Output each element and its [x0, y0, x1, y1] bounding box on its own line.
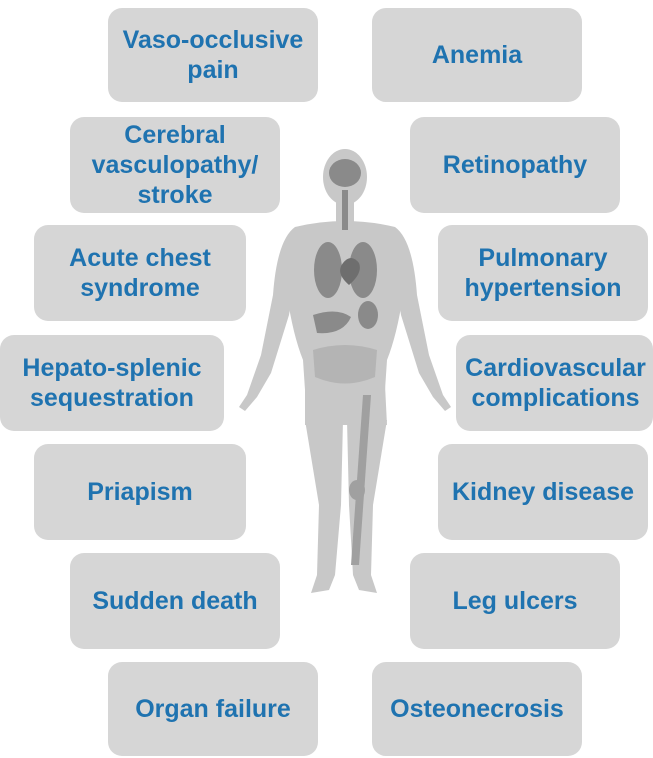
complication-vaso-occlusive-pain: Vaso-occlusive pain [108, 8, 318, 102]
complication-label: Vaso-occlusive pain [123, 25, 304, 85]
complication-anemia: Anemia [372, 8, 582, 102]
complication-pulmonary-hypertension: Pulmonary hypertension [438, 225, 648, 321]
complication-label: Osteonecrosis [390, 694, 564, 724]
complication-label: Priapism [87, 477, 193, 507]
complication-hepato-splenic-sequestration: Hepato-splenic sequestration [0, 335, 224, 431]
complication-cardiovascular: Cardiovascular complications [456, 335, 653, 431]
complication-osteonecrosis: Osteonecrosis [372, 662, 582, 756]
complication-organ-failure: Organ failure [108, 662, 318, 756]
complication-label: Leg ulcers [452, 586, 577, 616]
complication-label: Organ failure [135, 694, 291, 724]
complication-acute-chest-syndrome: Acute chest syndrome [34, 225, 246, 321]
complication-label: Hepato-splenic sequestration [22, 353, 201, 413]
complication-label: Anemia [432, 40, 522, 70]
human-body-silhouette-icon [225, 145, 455, 600]
complication-label: Kidney disease [452, 477, 634, 507]
complication-label: Cardiovascular complications [464, 353, 647, 413]
complication-label: Retinopathy [443, 150, 587, 180]
complication-priapism: Priapism [34, 444, 246, 540]
complication-label: Pulmonary hypertension [465, 243, 622, 303]
complication-label: Acute chest syndrome [69, 243, 211, 303]
complication-kidney-disease: Kidney disease [438, 444, 648, 540]
